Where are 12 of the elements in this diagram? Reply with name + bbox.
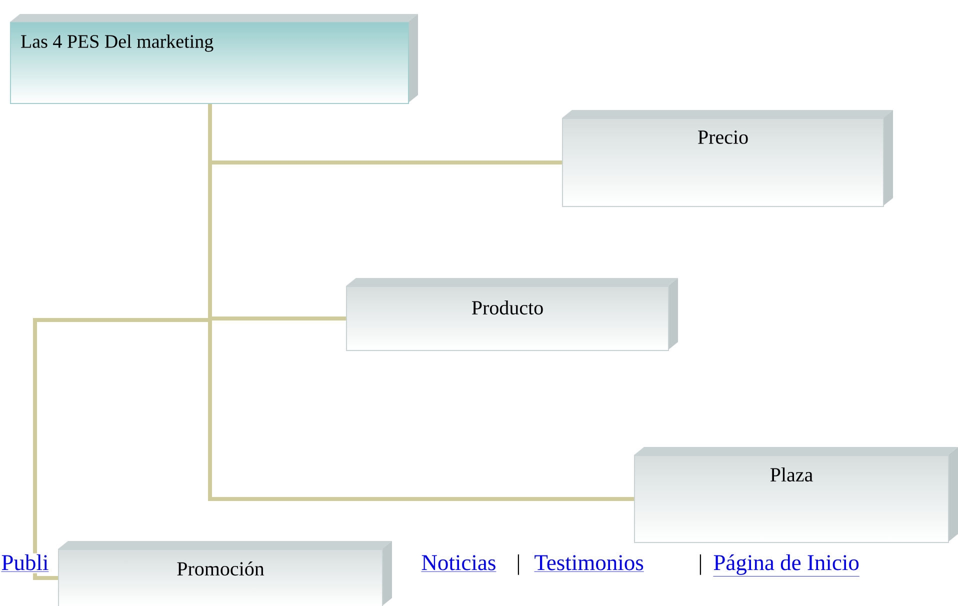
box: Promoción	[58, 541, 392, 606]
link-text: Página de Inicio	[712, 553, 860, 578]
box: Producto	[346, 278, 678, 351]
link-text: Testimonios	[533, 554, 645, 574]
box: Plaza	[634, 447, 958, 543]
link-text: Publi	[0, 553, 50, 574]
connector-line	[33, 104, 212, 580]
separator-text: |	[697, 553, 704, 576]
box: Las 4 PES Del marketing	[10, 14, 418, 104]
separator-text: |	[515, 553, 522, 576]
link-text: Noticias	[420, 554, 498, 574]
box: Precio	[562, 110, 893, 207]
